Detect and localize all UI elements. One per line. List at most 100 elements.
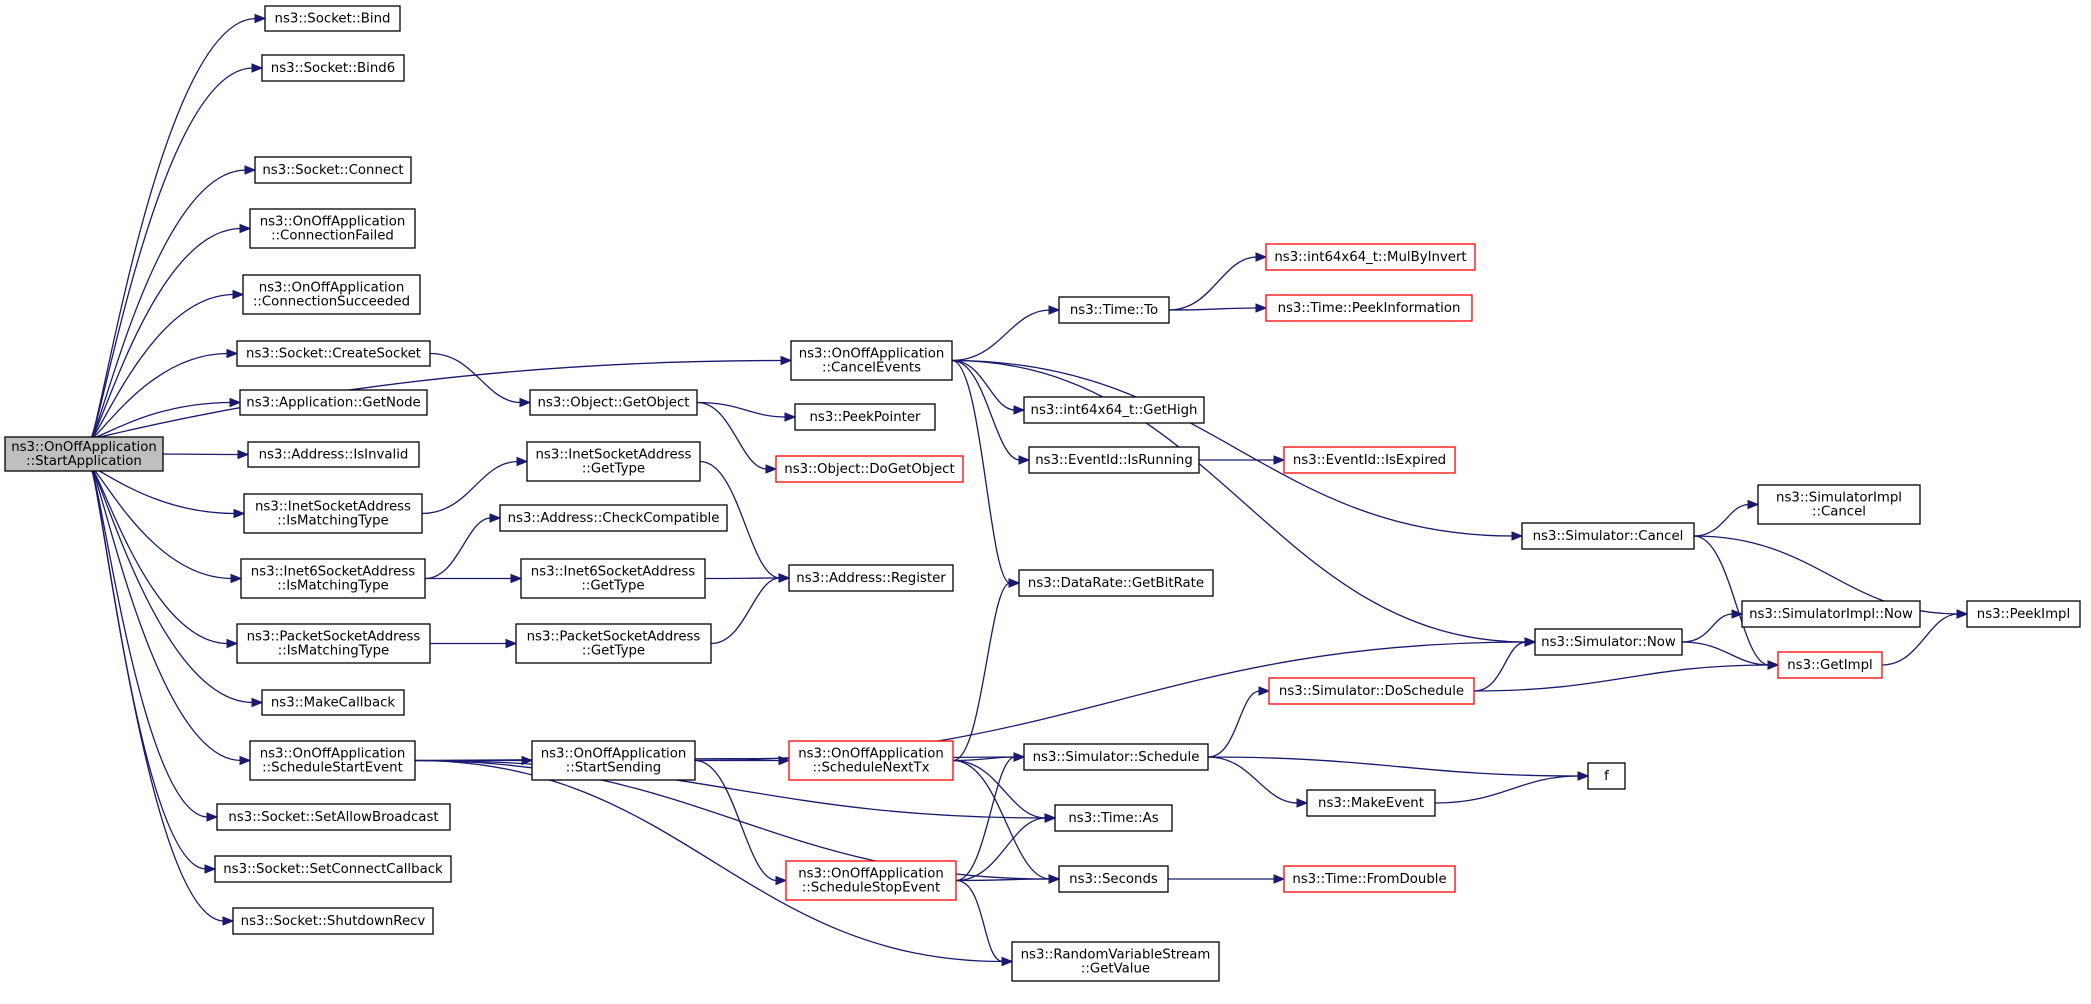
edge-schedstart-to-seconds (414, 759, 1061, 884)
edge-inet6match-to-checkcompat (424, 513, 502, 580)
node-inetmatch[interactable]: ns3::InetSocketAddress::IsMatchingType (243, 493, 423, 534)
node-getimpl[interactable]: ns3::GetImpl (1777, 651, 1883, 679)
edge-start-to-isinvalid (162, 449, 250, 460)
edge-start-to-shutdown (89, 466, 235, 926)
node-pktgettype[interactable]: ns3::PacketSocketAddress::GetType (515, 623, 712, 664)
edge-start-to-connect (89, 165, 257, 440)
node-label: ns3::Object::DoGetObject (784, 462, 954, 477)
node-timeto[interactable]: ns3::Time::To (1058, 296, 1170, 324)
edge-schedstop-to-getvalue (955, 879, 1014, 967)
node-label: ns3::int64x64_t::MulByInvert (1274, 250, 1466, 265)
node-label: ns3::Simulator::Cancel (1533, 529, 1684, 544)
node-getvalue[interactable]: ns3::RandomVariableStream::GetValue (1011, 941, 1220, 982)
edge-cancelevents-to-isrunning (951, 359, 1031, 465)
edge-inet6match-to-inet6gettype (425, 573, 523, 584)
edge-start-to-makecb (89, 466, 264, 708)
edge-seconds-to-timefromdouble (1168, 874, 1286, 884)
node-timeas[interactable]: ns3::Time::As (1054, 804, 1173, 832)
edge-doschedule-to-simnow (1473, 637, 1537, 692)
node-simimplnow[interactable]: ns3::SimulatorImpl::Now (1741, 600, 1921, 628)
edge-doschedule-to-getimpl (1473, 660, 1780, 692)
node-label: ns3::Time::PeekInformation (1278, 301, 1461, 316)
edge-start-to-connsucc (89, 289, 245, 440)
node-getbitrate[interactable]: ns3::DataRate::GetBitRate (1018, 569, 1214, 597)
node-getobject[interactable]: ns3::Object::GetObject (529, 389, 698, 416)
edge-startsending-to-schedstop (694, 759, 788, 886)
edge-simcancel-to-simimplcancel (1693, 499, 1760, 537)
edge-simschedule-to-doschedule (1207, 686, 1271, 758)
node-pktmatch[interactable]: ns3::PacketSocketAddress::IsMatchingType (236, 623, 431, 664)
node-label: ns3::MakeEvent (1318, 796, 1424, 811)
edge-schedstop-to-seconds (955, 874, 1061, 884)
node-makecb[interactable]: ns3::MakeCallback (261, 689, 405, 716)
node-schednexttx[interactable]: ns3::OnOffApplication::ScheduleNextTx (788, 740, 954, 781)
node-isinvalid[interactable]: ns3::Address::IsInvalid (247, 441, 420, 468)
node-label: ns3::InetSocketAddress (536, 448, 692, 463)
node-createsock[interactable]: ns3::Socket::CreateSocket (236, 340, 431, 367)
node-getnode[interactable]: ns3::Application::GetNode (239, 389, 428, 416)
node-doschedule[interactable]: ns3::Simulator::DoSchedule (1268, 677, 1475, 705)
node-label: ::StartSending (566, 761, 662, 776)
node-label: ns3::Time::To (1070, 303, 1158, 318)
node-bind6[interactable]: ns3::Socket::Bind6 (261, 54, 405, 82)
node-isrunning[interactable]: ns3::EventId::IsRunning (1028, 446, 1200, 474)
node-label: ns3::Socket::CreateSocket (246, 347, 421, 362)
node-label: ns3::OnOffApplication (541, 747, 687, 762)
node-label: f (1604, 769, 1609, 784)
node-label: ns3::Time::FromDouble (1292, 872, 1446, 887)
node-bind[interactable]: ns3::Socket::Bind (264, 5, 401, 32)
node-isexpired[interactable]: ns3::EventId::IsExpired (1283, 446, 1456, 474)
node-gethigh[interactable]: ns3::int64x64_t::GetHigh (1023, 396, 1205, 424)
edge-simschedule-to-f (1207, 756, 1590, 781)
node-connect[interactable]: ns3::Socket::Connect (254, 156, 412, 184)
node-schedstop[interactable]: ns3::OnOffApplication::ScheduleStopEvent (785, 860, 957, 901)
edge-schednexttx-to-getbitrate (952, 578, 1021, 762)
node-seconds[interactable]: ns3::Seconds (1058, 865, 1169, 893)
node-label: ns3::OnOffApplication (11, 440, 157, 455)
node-shutdown[interactable]: ns3::Socket::ShutdownRecv (232, 907, 434, 935)
node-label: ns3::OnOffApplication (260, 747, 406, 762)
node-dogetobj[interactable]: ns3::Object::DoGetObject (775, 455, 964, 483)
edge-timeto-to-peekinfo (1168, 303, 1268, 313)
node-label: ns3::RandomVariableStream (1021, 948, 1211, 963)
node-makeevent[interactable]: ns3::MakeEvent (1306, 789, 1436, 817)
edge-cancelevents-to-timeto (951, 305, 1061, 362)
node-label: ::ConnectionFailed (271, 229, 394, 244)
node-simschedule[interactable]: ns3::Simulator::Schedule (1023, 743, 1209, 771)
node-connsucc[interactable]: ns3::OnOffApplication::ConnectionSucceed… (242, 274, 421, 315)
edge-start-to-bind (89, 13, 267, 440)
node-label: ns3::Socket::Bind (275, 12, 391, 27)
node-start[interactable]: ns3::OnOffApplication::StartApplication (4, 436, 164, 472)
node-startsending[interactable]: ns3::OnOffApplication::StartSending (531, 740, 696, 781)
node-mulbyinv[interactable]: ns3::int64x64_t::MulByInvert (1265, 243, 1476, 271)
node-label: ns3::Simulator::Now (1541, 635, 1676, 650)
node-setconncb[interactable]: ns3::Socket::SetConnectCallback (214, 855, 452, 883)
edge-schednexttx-to-seconds (952, 759, 1061, 884)
node-connfailed[interactable]: ns3::OnOffApplication::ConnectionFailed (249, 208, 416, 249)
node-inet6gettype[interactable]: ns3::Inet6SocketAddress::GetType (520, 558, 706, 599)
node-label: ns3::PacketSocketAddress (247, 630, 421, 645)
node-layer: ns3::OnOffApplication::StartApplicationn… (4, 5, 2081, 982)
node-peekptr[interactable]: ns3::PeekPointer (794, 403, 936, 431)
node-schedstart[interactable]: ns3::OnOffApplication::ScheduleStartEven… (249, 740, 416, 781)
node-inet6match[interactable]: ns3::Inet6SocketAddress::IsMatchingType (240, 558, 426, 599)
node-cancelevents[interactable]: ns3::OnOffApplication::CancelEvents (790, 340, 953, 381)
node-timefromdouble[interactable]: ns3::Time::FromDouble (1283, 865, 1456, 893)
node-inetgettype[interactable]: ns3::InetSocketAddress::GetType (526, 441, 701, 482)
edge-inetmatch-to-inetgettype (421, 456, 529, 515)
node-peekinfo[interactable]: ns3::Time::PeekInformation (1265, 294, 1473, 322)
node-register[interactable]: ns3::Address::Register (788, 564, 954, 592)
node-label: ns3::PeekPointer (809, 410, 921, 425)
node-label: ns3::OnOffApplication (260, 215, 406, 230)
node-peekimpl[interactable]: ns3::PeekImpl (1966, 600, 2081, 628)
node-label: ns3::PacketSocketAddress (527, 630, 701, 645)
node-f[interactable]: f (1587, 762, 1626, 790)
node-setbcast[interactable]: ns3::Socket::SetAllowBroadcast (216, 803, 451, 831)
node-checkcompat[interactable]: ns3::Address::CheckCompatible (499, 504, 728, 532)
node-simnow[interactable]: ns3::Simulator::Now (1534, 628, 1683, 656)
node-simimplcancel[interactable]: ns3::SimulatorImpl::Cancel (1757, 484, 1921, 525)
node-label: ns3::Socket::Connect (262, 163, 403, 178)
node-label: ns3::Socket::Bind6 (271, 61, 395, 76)
node-simcancel[interactable]: ns3::Simulator::Cancel (1521, 522, 1695, 550)
node-label: ns3::OnOffApplication (259, 281, 405, 296)
